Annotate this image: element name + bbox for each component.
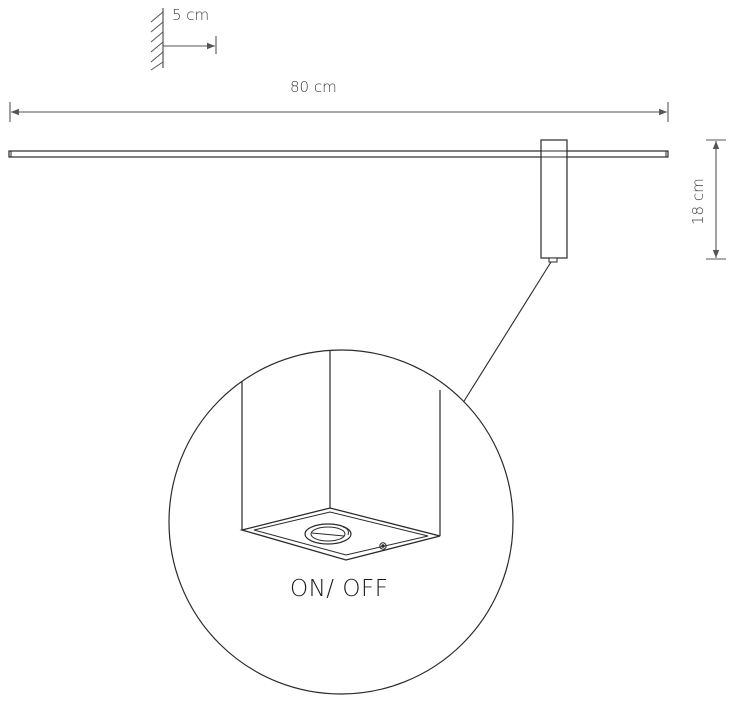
wall-depth-indicator	[150, 8, 217, 71]
depth-label: 5 cm	[172, 6, 210, 24]
width-label: 80 cm	[290, 78, 337, 96]
width-dimension	[9, 102, 669, 122]
detail-mount-closeup	[239, 350, 441, 561]
wall-hatch	[150, 11, 164, 71]
detail-leader-line	[460, 261, 552, 407]
mount-body	[540, 139, 568, 263]
height-dimension	[706, 139, 726, 260]
height-label: 18 cm	[689, 178, 707, 225]
switch-nub	[548, 257, 558, 263]
switch-label: ON/ OFF	[290, 576, 389, 602]
lamp-bar	[8, 150, 669, 158]
